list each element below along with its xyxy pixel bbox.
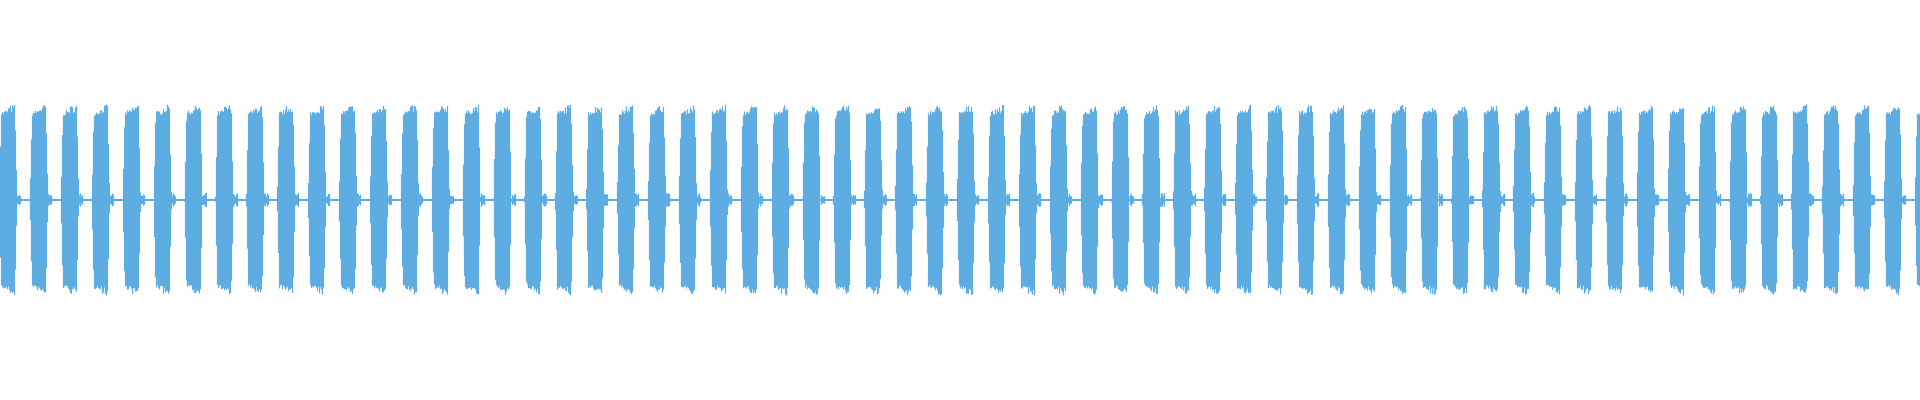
waveform-burst — [740, 106, 764, 294]
waveform-burst — [1698, 105, 1722, 295]
waveform-burst — [60, 106, 84, 294]
waveform-burst — [678, 105, 702, 294]
waveform-burst — [1358, 108, 1382, 294]
waveform-burst — [0, 104, 22, 296]
waveform-burst — [709, 104, 733, 294]
waveform-burst — [338, 106, 362, 294]
waveform-burst — [925, 106, 949, 296]
waveform-burst — [183, 105, 208, 294]
waveform-burst — [276, 106, 300, 293]
waveform-burst — [214, 105, 239, 295]
waveform-burst — [1234, 105, 1258, 294]
waveform-burst — [1914, 111, 1920, 290]
waveform-burst — [1821, 105, 1845, 294]
waveform-burst — [832, 105, 857, 295]
waveform-burst — [1728, 106, 1753, 294]
waveform-burst — [400, 105, 424, 295]
waveform-burst — [1543, 106, 1567, 295]
waveform-burst — [122, 106, 146, 294]
waveform-burst — [1389, 105, 1413, 295]
waveform-burst — [585, 106, 609, 294]
waveform-burst — [1203, 106, 1227, 294]
waveform-burst — [245, 105, 270, 293]
waveform-burst — [1759, 105, 1784, 295]
waveform-burst — [1852, 105, 1876, 292]
waveform-burst — [1450, 106, 1475, 294]
waveform-burst — [771, 105, 795, 296]
waveform-burst — [956, 105, 980, 295]
waveform-burst — [307, 105, 331, 295]
waveform-burst — [1296, 105, 1320, 295]
waveform-burst — [554, 104, 579, 296]
waveform-burst — [1512, 105, 1536, 295]
waveform-burst — [91, 104, 115, 296]
waveform-burst — [1049, 105, 1073, 296]
waveform-burst — [1574, 104, 1598, 295]
waveform-burst — [1636, 106, 1660, 293]
waveform-burst — [647, 106, 671, 293]
waveform-burst — [1481, 105, 1506, 293]
waveform-burst — [1265, 105, 1289, 295]
waveform-burst — [1172, 105, 1197, 294]
waveform-burst — [1667, 108, 1691, 296]
waveform-burst — [431, 105, 455, 295]
waveform-burst — [1605, 106, 1629, 294]
waveform-burst — [894, 106, 918, 295]
waveform-burst — [863, 108, 888, 295]
waveform-burst — [987, 105, 1011, 293]
waveform-burst — [1790, 104, 1815, 293]
waveform-burst — [1080, 106, 1104, 295]
waveform-burst — [1141, 105, 1166, 294]
waveform-burst — [1110, 106, 1135, 292]
waveform-burst — [29, 105, 53, 293]
waveform-burst — [801, 106, 826, 295]
waveform-burst — [1883, 107, 1907, 296]
waveform-burst — [492, 107, 517, 295]
waveform-burst — [523, 106, 548, 295]
waveform-burst — [1327, 104, 1351, 295]
waveform-burst — [616, 105, 640, 295]
waveform-burst — [1419, 107, 1444, 295]
waveform-burst — [369, 105, 393, 293]
waveform-burst — [1018, 105, 1042, 296]
waveform-burst — [462, 104, 486, 295]
waveform-burst — [153, 104, 177, 294]
bursts-group — [0, 104, 1920, 296]
